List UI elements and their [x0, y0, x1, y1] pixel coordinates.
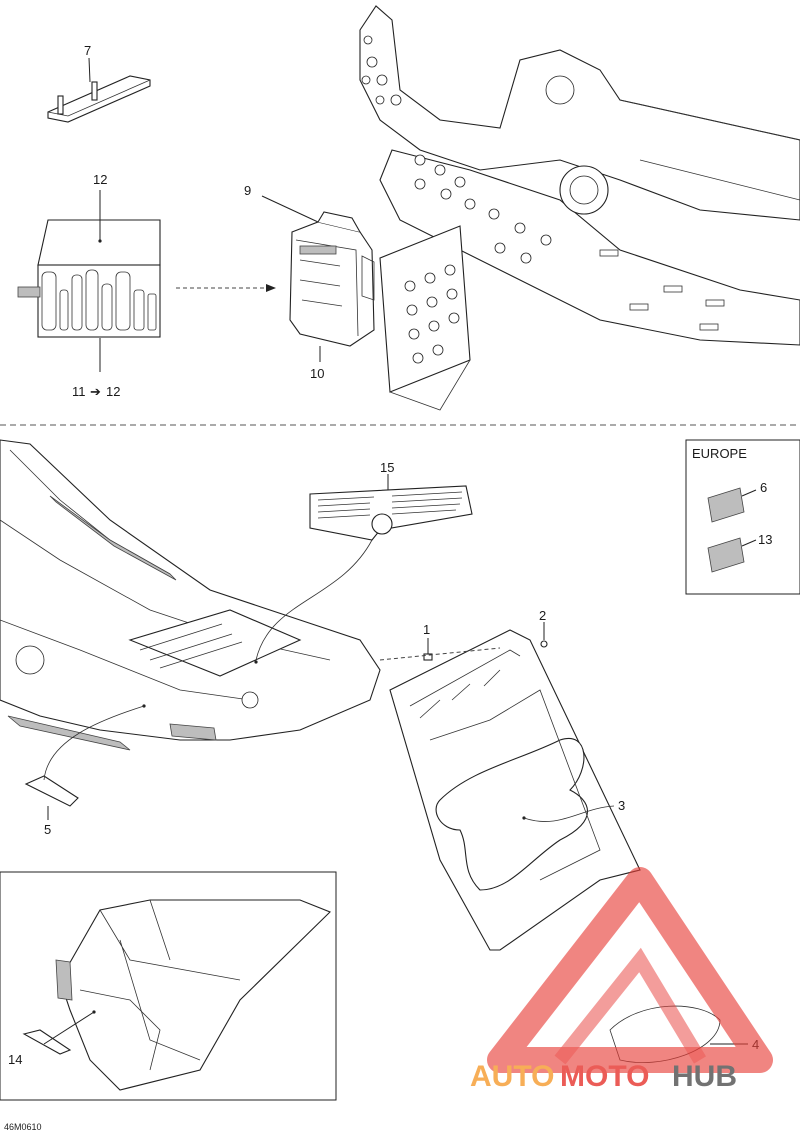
arrow-icon: ➔ [90, 384, 101, 399]
fastener-2 [540, 622, 548, 648]
callout-7: 7 [84, 43, 91, 58]
watermark-auto: AUTO [470, 1060, 554, 1093]
callout-14: 14 [8, 1052, 22, 1067]
part-9-tool-bag [261, 195, 375, 362]
callout-13: 13 [758, 532, 772, 547]
callout-2: 2 [539, 608, 546, 623]
callout-9: 9 [244, 183, 251, 198]
part-7-bracket [47, 57, 151, 123]
watermark-logo: AUTO MOTO HUB [470, 867, 773, 1093]
diagram-code: 46M0610 [4, 1122, 42, 1132]
part-12-tool-kit [17, 190, 161, 372]
part-5-trim [24, 705, 145, 807]
part-15-decal [254, 474, 473, 664]
watermark-moto: MOTO [560, 1060, 649, 1093]
part-3-snowflap [389, 629, 641, 951]
callout-3: 3 [618, 798, 625, 813]
europe-label: EUROPE [692, 446, 747, 461]
rear-frame-assembly [359, 5, 800, 411]
bottom-inset [0, 871, 337, 1101]
europe-inset [685, 439, 800, 595]
callout-10: 10 [310, 366, 324, 381]
fastener-1 [379, 638, 501, 661]
callout-5: 5 [44, 822, 51, 837]
callout-11: 11 [72, 384, 86, 399]
callout-12: 12 [93, 172, 107, 187]
callout-1: 1 [423, 622, 430, 637]
callout-6: 6 [760, 480, 767, 495]
callout-15: 15 [380, 460, 394, 475]
callout-12-range: 12 [106, 384, 120, 399]
chassis-tunnel [0, 439, 381, 751]
watermark-hub: HUB [672, 1060, 737, 1093]
